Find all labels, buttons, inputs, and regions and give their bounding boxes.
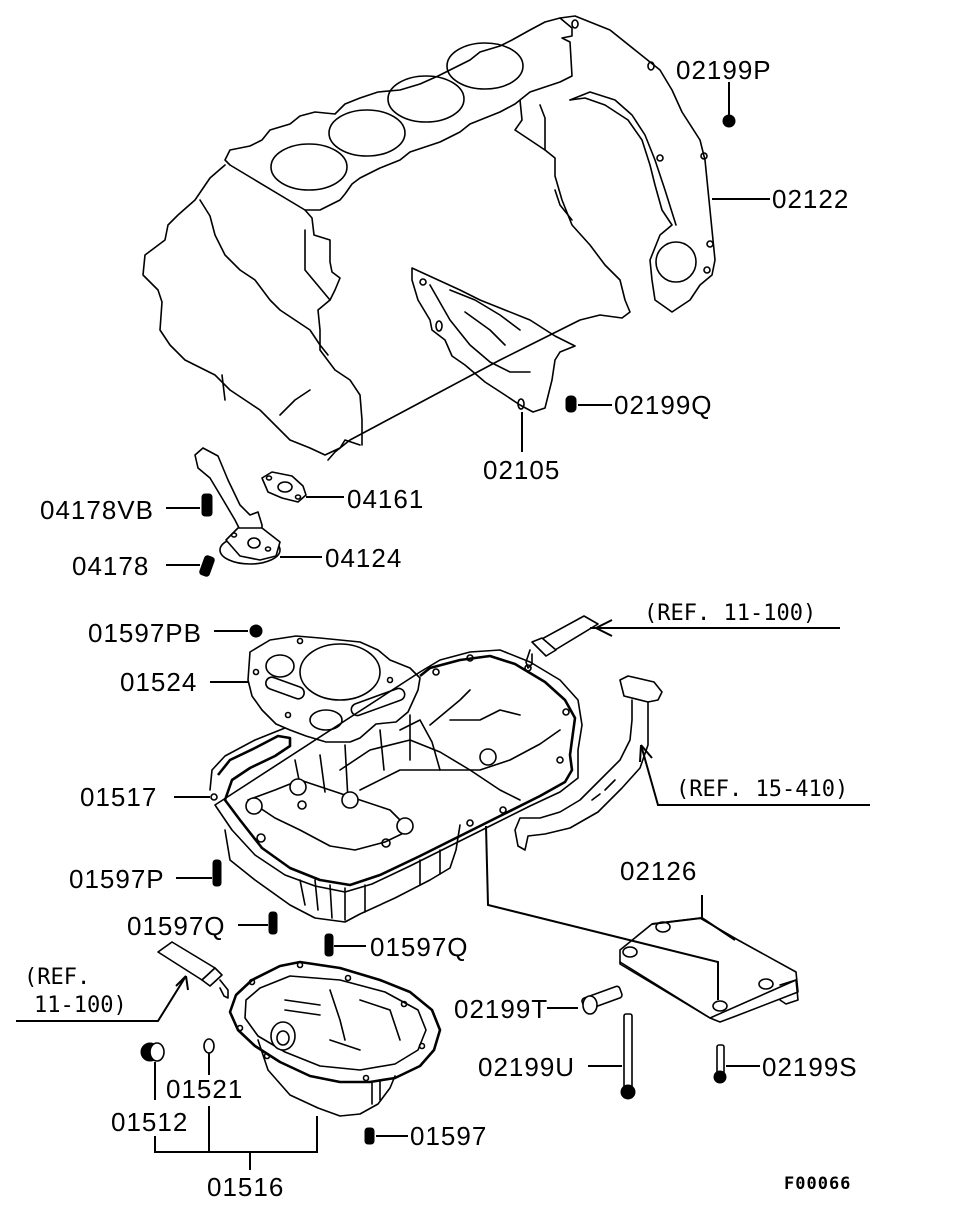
rear-plate [559, 15, 716, 313]
label-02199U: 02199U [478, 1052, 575, 1082]
label-02199T: 02199T [454, 994, 548, 1024]
label-01524: 01524 [120, 667, 197, 697]
bolt-01597Q-b [324, 933, 334, 957]
ref-dipstick: (REF. 15-410) [676, 777, 848, 802]
bolt-02199T [581, 985, 623, 1015]
bolt-02199U [620, 1013, 636, 1100]
label-01521: 01521 [166, 1074, 243, 1104]
label-02199Q: 02199Q [614, 390, 713, 420]
label-02122: 02122 [772, 184, 849, 214]
label-01597: 01597 [410, 1121, 487, 1151]
bolt-04178VB [201, 493, 213, 517]
upper-oil-pan [209, 649, 583, 923]
label-02199P: 02199P [676, 55, 772, 85]
ref-sealant-left-line1: (REF. [24, 965, 90, 990]
ref-sealant-top: (REF. 11-100) [644, 601, 816, 626]
label-01597Q-a: 01597Q [127, 911, 226, 941]
baffle-plate [247, 635, 421, 743]
bolt-01597P [212, 859, 222, 887]
label-02105: 02105 [483, 455, 560, 485]
label-01597PB: 01597PB [88, 618, 202, 648]
bolt-02199S [713, 1044, 727, 1084]
label-04178: 04178 [72, 551, 149, 581]
label-04161: 04161 [347, 484, 424, 514]
label-04124: 04124 [325, 543, 402, 573]
oil-strainer [194, 447, 307, 565]
lower-oil-pan [228, 960, 442, 1117]
oil-level-gauge-guide [514, 675, 663, 851]
label-04178VB: 04178VB [40, 495, 154, 525]
ref-sealant-left-line2: 11-100) [34, 993, 127, 1018]
drain-plug-gasket [203, 1038, 215, 1054]
label-01597P: 01597P [69, 864, 165, 894]
oil-pan-bracket [619, 917, 799, 1023]
sealant-tube-left [157, 941, 229, 999]
figure-code: F00066 [784, 1174, 851, 1194]
label-01516: 01516 [207, 1172, 284, 1202]
sealant-tube-top [525, 615, 599, 669]
bolt-01597Q-a [268, 911, 278, 935]
bolt-01597PB [249, 624, 263, 638]
engine-block [142, 17, 631, 461]
bolt-02199P [722, 114, 736, 128]
label-02126: 02126 [620, 856, 697, 886]
bolt-04178 [199, 555, 215, 577]
bolt-02199Q [565, 395, 577, 413]
label-01517: 01517 [80, 782, 157, 812]
label-01512: 01512 [111, 1107, 188, 1137]
drain-plug [140, 1042, 165, 1062]
leader-lines [16, 82, 870, 1170]
label-01597Q-b: 01597Q [370, 932, 469, 962]
label-02199S: 02199S [762, 1052, 858, 1082]
bolt-01597 [364, 1127, 375, 1145]
